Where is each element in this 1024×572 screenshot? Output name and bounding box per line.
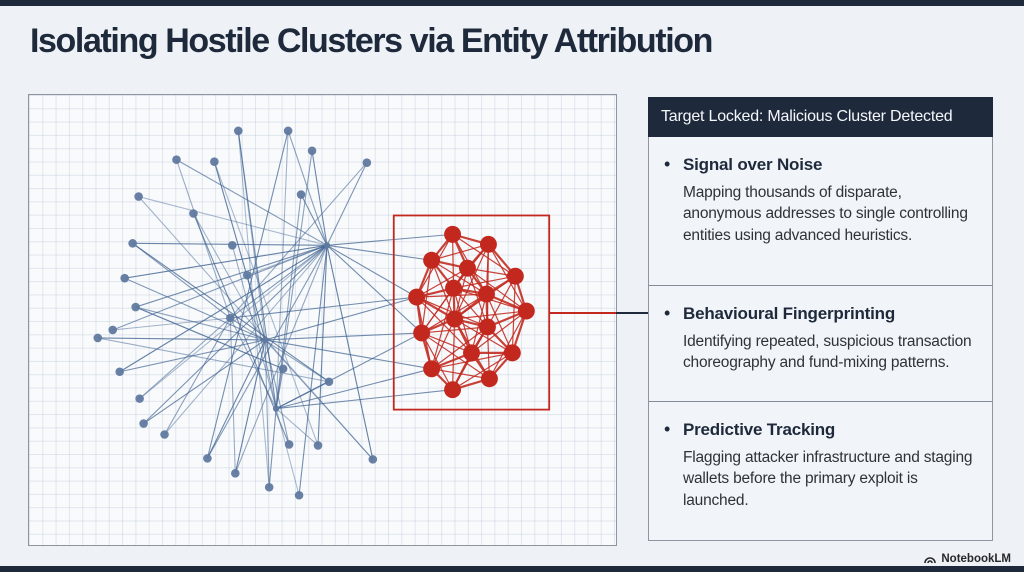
- callout-panel: Target Locked: Malicious Cluster Detecte…: [648, 97, 993, 541]
- callout-body: Signal over Noise Mapping thousands of d…: [648, 137, 993, 541]
- connector-line-dark: [616, 312, 648, 314]
- callout-section-fingerprinting: Behavioural Fingerprinting Identifying r…: [649, 286, 992, 402]
- section-heading: Predictive Tracking: [683, 420, 836, 439]
- section-body: Flagging attacker infrastructure and sta…: [683, 449, 973, 509]
- section-heading: Behavioural Fingerprinting: [683, 304, 896, 323]
- callout-header: Target Locked: Malicious Cluster Detecte…: [648, 97, 993, 137]
- bottom-accent-bar: [0, 566, 1024, 572]
- red-cluster-nodes: [408, 225, 535, 399]
- top-accent-bar: [0, 0, 1024, 6]
- page-title: Isolating Hostile Clusters via Entity At…: [30, 22, 713, 60]
- callout-section-tracking: Predictive Tracking Flagging attacker in…: [649, 402, 992, 540]
- bullet-icon: [664, 154, 683, 175]
- connector-line-red: [550, 312, 616, 314]
- cluster-frame: [392, 214, 551, 411]
- section-body: Mapping thousands of disparate, anonymou…: [683, 184, 968, 244]
- network-panel: [28, 94, 617, 546]
- notebooklm-watermark: NotebookLM: [923, 553, 1011, 565]
- section-heading: Signal over Noise: [683, 155, 823, 174]
- section-body: Identifying repeated, suspicious transac…: [683, 333, 972, 372]
- notebooklm-logo-icon: [924, 557, 937, 564]
- bullet-icon: [664, 303, 683, 324]
- callout-section-signal: Signal over Noise Mapping thousands of d…: [649, 137, 992, 286]
- bullet-icon: [664, 419, 683, 440]
- network-graph: [93, 126, 551, 500]
- notebooklm-label: NotebookLM: [941, 553, 1011, 565]
- blue-nodes: [93, 126, 378, 500]
- blue-edges: [97, 130, 453, 496]
